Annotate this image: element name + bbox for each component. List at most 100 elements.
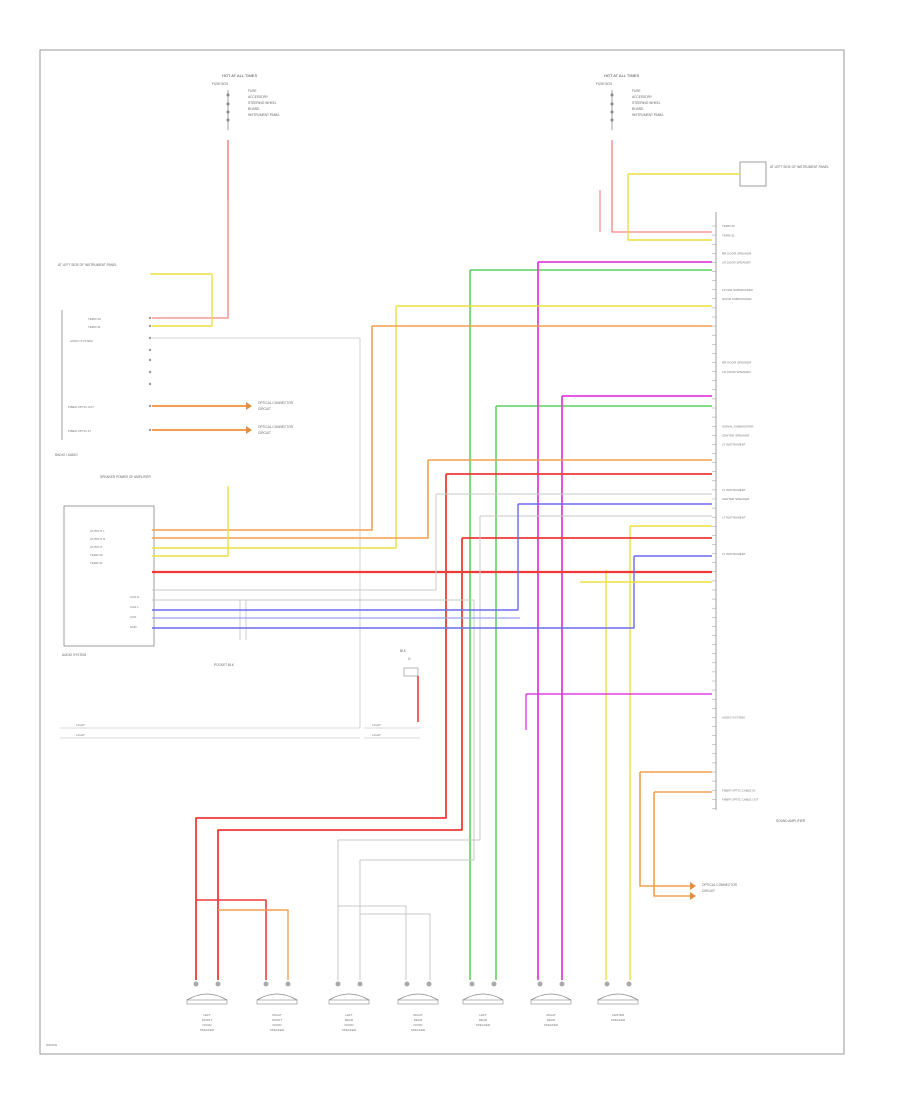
wire-orange-1-left (152, 326, 373, 531)
amp-pin-label: LR DOOR SPEAKER (722, 261, 752, 265)
svg-text:OPTICAL CONNECTOR: OPTICAL CONNECTOR (702, 883, 738, 887)
svg-text:CAN: CAN (130, 615, 136, 619)
radio-left-pins: TERM 30 TERM 31 AUDIO SYSTEM FIBER OPTIC… (68, 317, 101, 433)
wire-gray-bridge-2 (360, 913, 431, 980)
speaker-label: LEFT (203, 1013, 211, 1017)
speaker-label: SPEAKER (611, 1018, 626, 1022)
fuse-right-line-0: FUSE (632, 89, 641, 93)
wire-right-power (611, 140, 712, 233)
amp-pin-label: LR DOOR SPEAKER (722, 370, 752, 374)
radio-pin-1: TERM 31 (88, 325, 101, 329)
speaker-label: RIGHT (546, 1013, 556, 1017)
svg-text:CAN H: CAN H (130, 595, 139, 599)
fuse-left-sub: FUSE BOX (212, 82, 229, 86)
amp-pin-label: FIBER OPTIC CABLE OUT (722, 798, 759, 802)
svg-text:CAN L: CAN L (130, 605, 139, 609)
svg-text:OPTICAL CONNECTOR: OPTICAL CONNECTOR (258, 401, 294, 405)
fuse-left-line-3: BOARD (248, 107, 260, 111)
wire-blue-2-left (152, 556, 635, 629)
amp-pin-label: LT INSTRUMENT (722, 515, 746, 519)
amp-pin-label: SIGNAL SUBWOOFER (722, 424, 754, 428)
top-right-component (739, 161, 767, 187)
wire-red-bridge-1 (196, 899, 267, 980)
speaker-label: LEFT (479, 1013, 487, 1017)
svg-text:OPTICAL CONNECTOR: OPTICAL CONNECTOR (258, 425, 294, 429)
footnote: WIRING (46, 1043, 58, 1047)
svg-text:LIGHT: LIGHT (372, 723, 381, 727)
svg-text:OUTPUT R: OUTPUT R (90, 537, 106, 541)
diagram-frame (39, 49, 845, 1055)
svg-text:TERM 31: TERM 31 (90, 561, 103, 565)
speaker-label: REAR (345, 1018, 354, 1022)
speaker-label: REAR (547, 1018, 556, 1022)
radio-pin-7: FIBER OPTIC OUT (68, 405, 94, 409)
amp-pin-label: TERM 31 (722, 233, 735, 237)
wires (150, 140, 740, 980)
speaker-label: LEFT (345, 1013, 353, 1017)
svg-text:TERM 30: TERM 30 (90, 553, 103, 557)
left-top-note: AT LEFT SIDE OF INSTRUMENT PANEL (58, 263, 117, 267)
wire-red-2-down (195, 474, 447, 980)
amp-pin-label: FLOOR SUBWOOFER (722, 288, 754, 292)
speaker-label: RIGHT (413, 1013, 423, 1017)
wire-orange-2-left (152, 460, 429, 539)
top-right-note: AT LEFT SIDE OF INSTRUMENT PANEL (770, 165, 829, 169)
amp-pin-label: RR DOOR SPEAKER (722, 252, 752, 256)
amp-pin-label: DOOR SUBWOOFER (722, 297, 752, 301)
svg-text:LIGHT: LIGHT (372, 733, 381, 737)
wire-right-term31 (627, 174, 712, 241)
speaker-label: SPEAKER (476, 1023, 491, 1027)
fuse-right-line-1: ACCESSORY (632, 95, 653, 99)
svg-text:LIGHT: LIGHT (76, 723, 85, 727)
speaker-label: DOOR (273, 1023, 283, 1027)
wire-fiber-1-down (639, 772, 690, 887)
amp-pin-label: FIBER OPTIC CABLE IN (722, 788, 755, 792)
fuse-left-line-2: STEERING WHEEL (248, 101, 277, 105)
radio-left-label: RADIO / AUDIO (55, 453, 78, 457)
fuse-box-left: HOT AT ALL TIMES FUSE BOX FUSE ACCESSORY… (212, 73, 280, 130)
amp-pins: TERM 30 TERM 31 RR DOOR SPEAKER LR DOOR SPE… (712, 224, 759, 809)
amp-pin-label: CENTER SPEAKER (722, 434, 750, 438)
optical-left-2: OPTICAL CONNECTOR CIRCUIT (152, 425, 294, 435)
fuse-left-line-4: INSTRUMENT PANEL (248, 113, 280, 117)
wire-blue-1-left (152, 504, 519, 611)
radio-pin-0: TERM 30 (88, 317, 101, 321)
audio-side-note: SPEAKER POWER OF AMPLIFIER (100, 475, 152, 479)
amp-label: SOUND AMPLIFIER (776, 819, 806, 823)
speaker-label: REAR (414, 1018, 423, 1022)
wire-red-bridge-2 (218, 909, 289, 980)
svg-text:OUTPUT: OUTPUT (90, 545, 103, 549)
radio-pin-8: FIBER OPTIC IN (68, 429, 91, 433)
optical-right: OPTICAL CONNECTOR CIRCUIT (690, 882, 738, 900)
speaker-label: SPEAKER (200, 1028, 215, 1032)
wire-gray-2-down (337, 516, 481, 980)
speaker-label: DOOR (203, 1023, 213, 1027)
audio-system-pins: OUTPUT L OUTPUT R OUTPUT TERM 30 TERM 31… (90, 529, 139, 629)
fuse-right-line-4: INSTRUMENT PANEL (632, 113, 664, 117)
svg-text:BLK: BLK (400, 649, 407, 653)
svg-text:CIRCUIT: CIRCUIT (258, 407, 271, 411)
wire-gray-3 (152, 599, 475, 980)
fuse-left-line-1: ACCESSORY (248, 95, 269, 99)
wire-term30-audio (152, 486, 229, 557)
fuse-box-right: HOT AT ALL TIMES FUSE BOX FUSE ACCESSORY… (596, 73, 664, 130)
wire-fiber-2-down (653, 792, 690, 897)
speaker-label: CENTER (612, 1013, 625, 1017)
fuse-right-title: HOT AT ALL TIMES (604, 73, 639, 78)
svg-text:LIGHT: LIGHT (76, 733, 85, 737)
svg-text:CIRCUIT: CIRCUIT (258, 431, 271, 435)
amp-pin-label: TERM 30 (722, 224, 735, 228)
amp-pin-label: CENTER SPEAKER (722, 497, 750, 501)
fuse-left-line-0: FUSE (248, 89, 257, 93)
speaker-label: DOOR (345, 1023, 355, 1027)
audio-system-box (63, 505, 155, 647)
speaker-label: SPEAKER (544, 1023, 559, 1027)
fuse-right-sub: FUSE BOX (596, 82, 613, 86)
optical-left-1: OPTICAL CONNECTOR CIRCUIT (152, 401, 294, 411)
pocket-block-label: POCKET BLK (214, 663, 235, 667)
